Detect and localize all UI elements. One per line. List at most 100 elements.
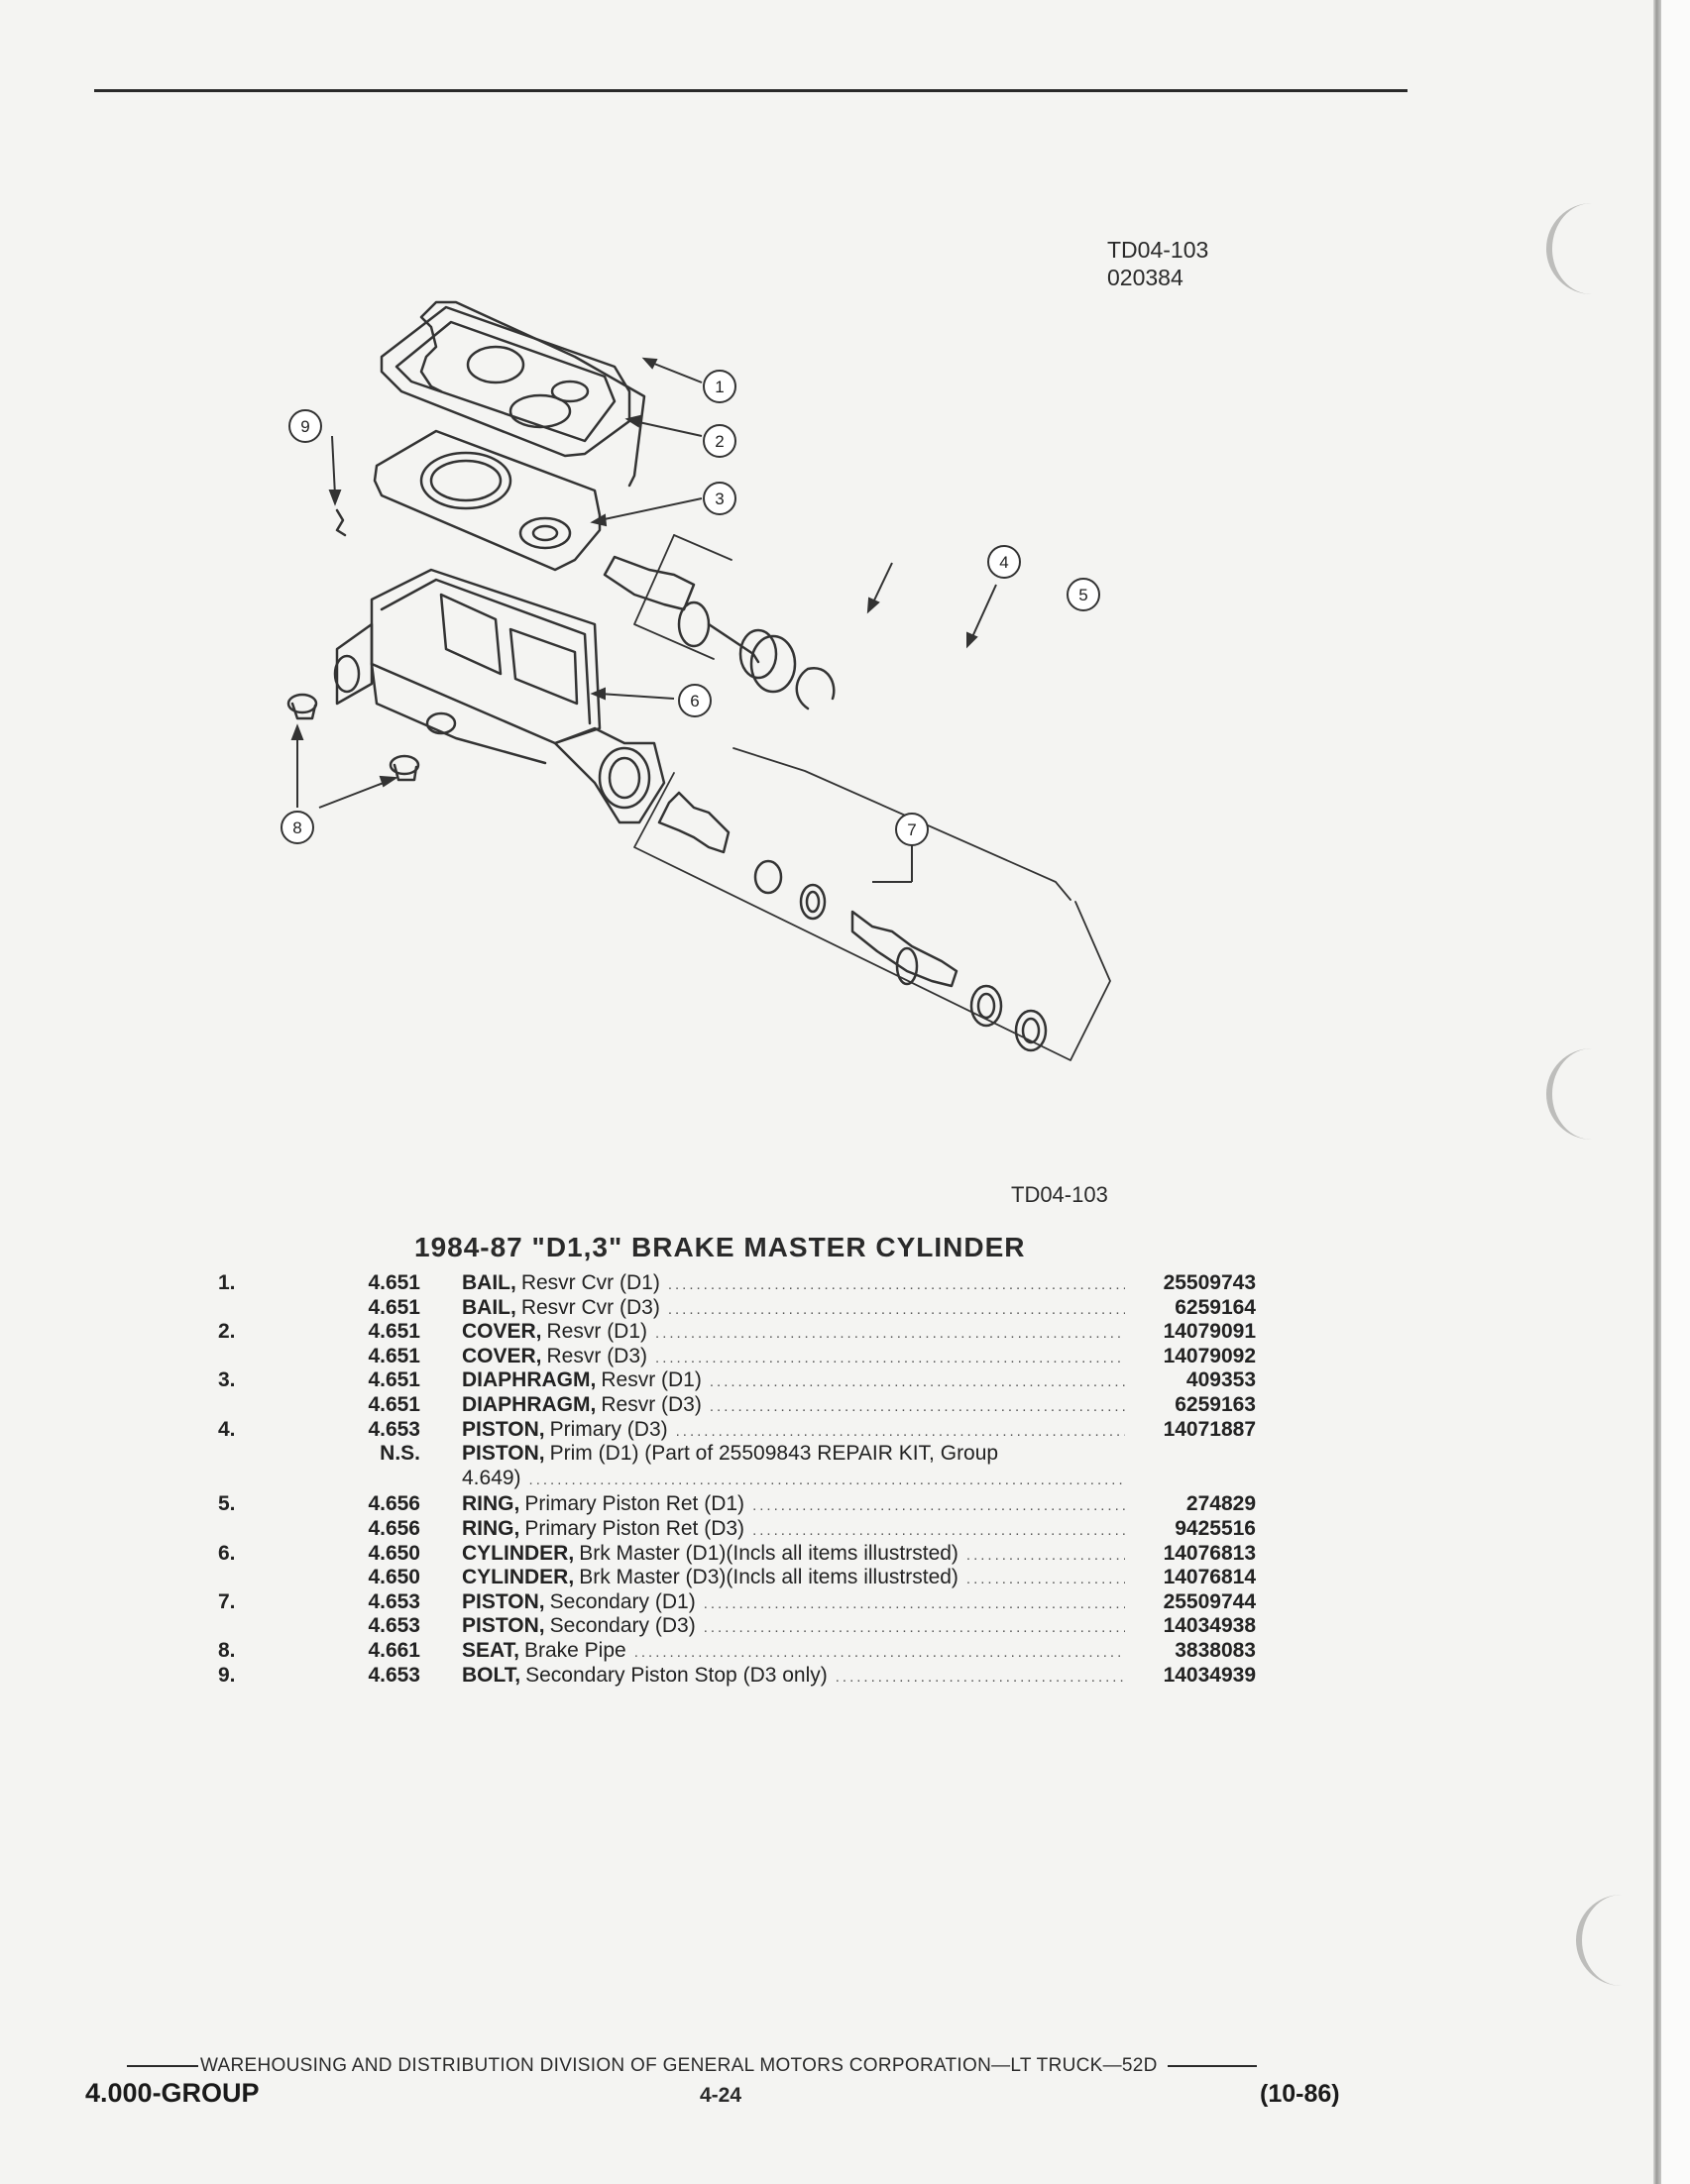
group-number: 4.651 bbox=[368, 1392, 420, 1416]
group-number: 4.653 bbox=[368, 1663, 420, 1687]
part-detail: Prim (D1) (Part of 25509843 REPAIR KIT, … bbox=[549, 1442, 999, 1466]
description-line: BAIL,Resvr Cvr (D1) bbox=[462, 1271, 1131, 1295]
return-spring bbox=[657, 791, 731, 854]
part-detail: Primary Piston Ret (D1) bbox=[524, 1492, 745, 1516]
secondary-piston bbox=[850, 910, 958, 988]
part-detail-continued: 4.649) bbox=[462, 1466, 521, 1489]
group-number: N.S. bbox=[380, 1442, 420, 1466]
diaphragm bbox=[373, 429, 602, 572]
parts-row: 6. 4.650 CYLINDER,Brk Master (D1)(Incls al… bbox=[204, 1542, 1256, 1567]
dot-leader bbox=[634, 1644, 1125, 1661]
callout-label: 2 bbox=[715, 432, 724, 451]
group-number: 4.656 bbox=[368, 1516, 420, 1540]
part-detail: Secondary (D1) bbox=[549, 1589, 696, 1613]
figure-ref-date: 020384 bbox=[1107, 265, 1183, 290]
part-name: COVER, bbox=[462, 1344, 542, 1367]
footer-publisher-line: WAREHOUSING AND DISTRIBUTION DIVISION OF… bbox=[127, 2055, 1257, 2077]
callout-6 bbox=[678, 684, 712, 717]
description-line: BOLT,Secondary Piston Stop (D3 only) bbox=[462, 1664, 1131, 1688]
part-description: BOLT,Secondary Piston Stop (D3 only) bbox=[420, 1664, 1131, 1689]
part-detail: Resvr (D1) bbox=[601, 1368, 702, 1392]
part-description: PISTON,Primary (D3) bbox=[420, 1418, 1131, 1443]
callout-label: 3 bbox=[715, 490, 724, 508]
part-description: CYLINDER,Brk Master (D3)(Incls all items… bbox=[420, 1566, 1131, 1590]
part-number: 6259163 bbox=[1175, 1392, 1256, 1416]
item-number bbox=[204, 1393, 307, 1418]
callout-label: 5 bbox=[1078, 586, 1087, 604]
part-detail: Secondary Piston Stop (D3 only) bbox=[525, 1663, 828, 1687]
part-name: BAIL, bbox=[462, 1295, 516, 1319]
dot-leader bbox=[676, 1423, 1125, 1440]
description-line: SEAT,Brake Pipe bbox=[462, 1639, 1131, 1663]
part-description: DIAPHRAGM,Resvr (D3) bbox=[420, 1393, 1131, 1418]
part-name: CYLINDER, bbox=[462, 1566, 575, 1589]
part-detail: Brk Master (D1)(Incls all items illustrs… bbox=[579, 1541, 958, 1565]
binder-hole-middle bbox=[1546, 1048, 1612, 1140]
part-number: 409353 bbox=[1185, 1368, 1256, 1392]
item-number: 9. bbox=[218, 1663, 236, 1687]
description-line: RING,Primary Piston Ret (D1) bbox=[462, 1492, 1131, 1516]
part-number: 14079091 bbox=[1163, 1320, 1256, 1344]
part-name: DIAPHRAGM, bbox=[462, 1392, 597, 1416]
group-number: 4.651 bbox=[368, 1271, 420, 1294]
part-description: BAIL,Resvr Cvr (D3) bbox=[420, 1296, 1131, 1321]
item-number bbox=[204, 1614, 307, 1639]
dot-leader bbox=[655, 1350, 1125, 1366]
part-name: PISTON, bbox=[462, 1442, 545, 1466]
part-description: PISTON,Secondary (D3) bbox=[420, 1614, 1131, 1639]
part-name: CYLINDER, bbox=[462, 1541, 575, 1565]
callout-9 bbox=[288, 409, 322, 443]
part-number: 14071887 bbox=[1163, 1417, 1256, 1441]
callout-5 bbox=[1067, 578, 1100, 611]
item-number bbox=[204, 1296, 307, 1321]
description-line: COVER,Resvr (D1) bbox=[462, 1320, 1131, 1344]
group-number: 4.650 bbox=[368, 1566, 420, 1589]
master-cylinder-body bbox=[333, 568, 666, 824]
item-number: 6. bbox=[218, 1541, 236, 1565]
description-line: COVER,Resvr (D3) bbox=[462, 1345, 1131, 1368]
group-number: 4.656 bbox=[368, 1492, 420, 1516]
seal-ring-b bbox=[1014, 1009, 1048, 1052]
dot-leader bbox=[655, 1325, 1125, 1342]
brake-pipe-seat-b bbox=[389, 754, 420, 776]
seal-ring-a bbox=[969, 984, 1003, 1028]
footer-rule-right bbox=[1167, 2064, 1257, 2067]
item-number: 7. bbox=[218, 1589, 236, 1613]
dot-leader bbox=[966, 1571, 1125, 1587]
footer-rule-left bbox=[127, 2064, 198, 2067]
part-description: RING,Primary Piston Ret (D1) bbox=[420, 1492, 1131, 1517]
binder-margin bbox=[1661, 0, 1690, 2184]
reservoir-cover bbox=[380, 305, 631, 458]
part-description: BAIL,Resvr Cvr (D1) bbox=[420, 1271, 1131, 1296]
primary-piston bbox=[603, 555, 797, 694]
item-number bbox=[204, 1566, 307, 1590]
part-name: PISTON, bbox=[462, 1614, 545, 1638]
top-rule bbox=[94, 89, 1408, 92]
dot-leader bbox=[710, 1373, 1125, 1390]
part-detail: Primary Piston Ret (D3) bbox=[524, 1516, 745, 1540]
part-detail: Primary (D3) bbox=[549, 1417, 668, 1441]
part-name: SEAT, bbox=[462, 1638, 519, 1662]
part-detail: Resvr (D3) bbox=[546, 1344, 648, 1367]
group-number: 4.650 bbox=[368, 1541, 420, 1565]
part-number: 14034938 bbox=[1163, 1614, 1256, 1638]
group-number: 4.651 bbox=[368, 1344, 420, 1367]
callout-label: 8 bbox=[292, 819, 301, 837]
part-detail: Resvr (D1) bbox=[546, 1320, 648, 1344]
group-number: 4.651 bbox=[368, 1295, 420, 1319]
part-number: 3838083 bbox=[1175, 1638, 1256, 1662]
dot-leader bbox=[966, 1547, 1125, 1564]
dot-leader bbox=[668, 1301, 1125, 1318]
exploded-parts-diagram: 1 2 3 4 5 6 7 8 9 bbox=[281, 300, 1111, 1061]
part-number: 14034939 bbox=[1163, 1663, 1256, 1687]
binder-edge bbox=[1653, 0, 1661, 2184]
